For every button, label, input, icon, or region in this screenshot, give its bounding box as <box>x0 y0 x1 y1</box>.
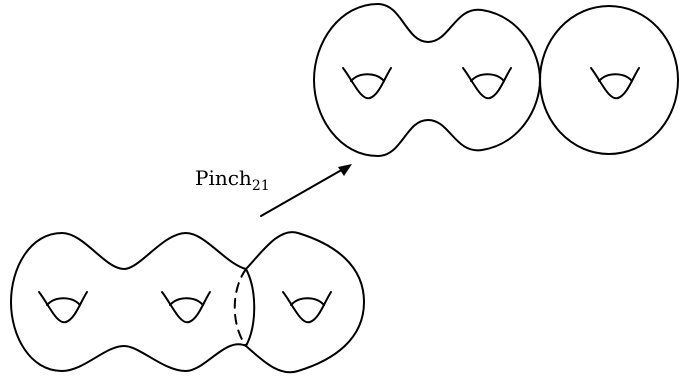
handle-hole-4 <box>342 67 392 100</box>
genus-2-surface-outline <box>313 3 541 157</box>
arrow-label-main: Pinch <box>195 166 252 190</box>
genus-3-surface <box>10 231 365 374</box>
pinch-curve-back <box>233 268 247 347</box>
handle-hole-6 <box>590 67 640 100</box>
arrowhead <box>338 164 352 176</box>
handle-hole-5 <box>462 67 512 100</box>
handle-hole-3 <box>282 291 332 324</box>
pinch-curve-front <box>245 268 256 347</box>
genus-2-surface <box>313 3 541 157</box>
genus-3-surface-outline <box>10 231 365 374</box>
pinch-arrow <box>260 164 352 217</box>
arrow-label: Pinch21 <box>195 166 270 194</box>
arrow-label-subscript: 21 <box>252 178 270 194</box>
handle-hole-1 <box>38 291 88 324</box>
handle-hole-2 <box>161 291 211 324</box>
genus-1-surface <box>539 5 679 155</box>
genus-1-surface-outline <box>539 5 679 155</box>
